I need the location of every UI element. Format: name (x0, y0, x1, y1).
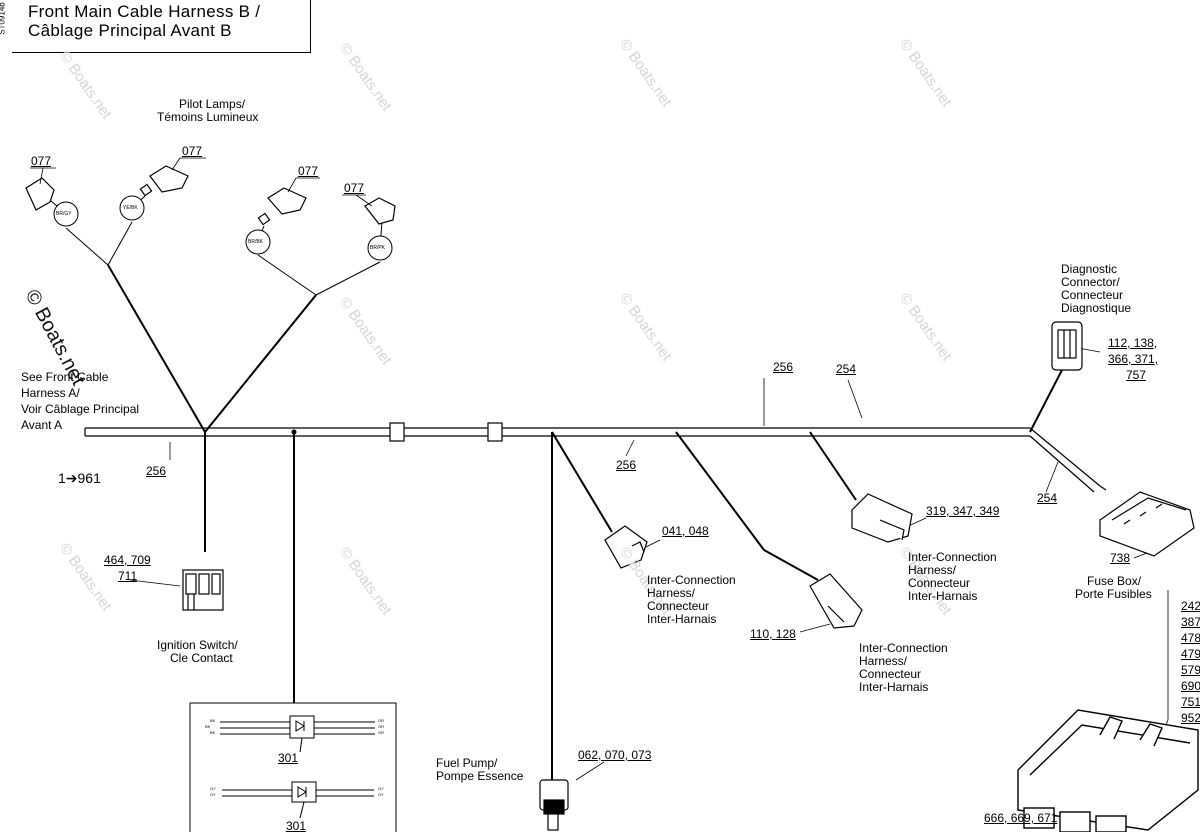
lamp-ref: 077 (298, 164, 319, 178)
interconnect-label: Inter-Connection (859, 641, 948, 655)
wire-code: OR (378, 718, 384, 723)
fuse-ref-list: 952 (1181, 711, 1200, 725)
wire-code: BR/PK (370, 245, 386, 251)
fuse-ref-list: 579 (1181, 663, 1200, 677)
ignition-label: Ignition Switch/ (157, 638, 238, 652)
ignition-label: Cle Contact (170, 651, 233, 665)
splice-dot (291, 429, 297, 435)
lamp-ref: 077 (31, 154, 52, 168)
connector-ref: 110, 128 (750, 627, 796, 641)
drawing-id: ST0914b (0, 2, 7, 35)
diode-ref: 301 (278, 751, 299, 765)
ignition-ref: 464, 709 (104, 553, 151, 567)
wire-code: BK (210, 730, 216, 735)
diagnostic-label: Connecteur (1061, 288, 1124, 302)
fuse-ref-list: 242 (1181, 599, 1200, 613)
wire-code: GY (378, 792, 384, 797)
fuse-ref: 738 (1110, 551, 1131, 565)
fuse-ref-list: 387 (1181, 615, 1200, 629)
diode-ref: 301 (286, 819, 307, 833)
fuse-box-label: Porte Fusibles (1075, 587, 1152, 601)
wire-code: BR/GY (56, 211, 72, 217)
interconnect-label: Inter-Harnais (908, 589, 978, 603)
interconnect-label: Inter-Harnais (859, 680, 929, 694)
interconnect-label: Harness/ (647, 586, 696, 600)
wire-code: BK (210, 718, 216, 723)
arrow-ref: 1➔961 (58, 470, 101, 486)
interconnect-label: Inter-Harnais (647, 612, 717, 626)
diagnostic-ref: 112, 138, (1108, 336, 1158, 350)
interconnect-label: Harness/ (859, 654, 908, 668)
interconnect-label: Connecteur (647, 599, 710, 613)
interconnect-label: Inter-Connection (647, 573, 736, 587)
wire-ref: 254 (1037, 491, 1058, 505)
connector-ref: 319, 347, 349 (926, 504, 1000, 518)
fuel-pump-label: Pompe Essence (436, 769, 524, 783)
wire-ref: 254 (836, 362, 857, 376)
wire-ref: 256 (616, 458, 637, 472)
lamp-ref: 077 (344, 181, 365, 195)
interconnect-label: Connecteur (908, 576, 971, 590)
see-front-label: Harness A/ (21, 386, 80, 400)
fuse-ref-list: 690 (1181, 679, 1200, 693)
fuse-ref-list: 478 (1181, 631, 1200, 645)
wire-code: GY (210, 792, 216, 797)
diagnostic-label: Connector/ (1061, 275, 1120, 289)
interconnect-label: Inter-Connection (908, 550, 997, 564)
title-line-1: Front Main Cable Harness B / (28, 2, 261, 21)
big-connector-ref: 666, 669, 671 (984, 811, 1058, 825)
title-box: Front Main Cable Harness B / Câblage Pri… (12, 0, 311, 53)
interconnect-label: Harness/ (908, 563, 957, 577)
pilot-lamps-label: Témoins Lumineux (157, 110, 259, 124)
wire-code: BK (205, 724, 211, 729)
connector-ref: 041, 048 (662, 524, 709, 538)
diagnostic-label: Diagnostique (1061, 301, 1132, 315)
see-front-label: See Front Cable (21, 370, 109, 384)
see-front-label: Voir Câblage Principal (21, 402, 140, 416)
interconnect-label: Connecteur (859, 667, 922, 681)
wire-code: GY (378, 786, 384, 791)
fuel-pump-label: Fuel Pump/ (436, 756, 498, 770)
wire-ref: 256 (773, 360, 794, 374)
wire-code: GY (210, 786, 216, 791)
fuse-ref-list: 479 (1181, 647, 1200, 661)
fuel-ref: 062, 070, 073 (578, 748, 652, 762)
pilot-lamps-label: Pilot Lamps/ (179, 97, 246, 111)
see-front-label: Avant A (21, 418, 63, 432)
fuse-box-label: Fuse Box/ (1087, 574, 1142, 588)
fuse-ref-list: 751 (1181, 695, 1200, 709)
lamp-ref: 077 (182, 144, 203, 158)
wire-code: YE/BK (123, 205, 138, 211)
wire-ref: 256 (146, 464, 167, 478)
diagnostic-label: Diagnostic (1061, 262, 1118, 276)
wire-code: BR/BK (248, 239, 264, 245)
diagnostic-ref: 366, 371, (1108, 352, 1159, 366)
diagnostic-ref: 757 (1126, 368, 1147, 382)
wire-code: OR (378, 730, 384, 735)
title-line-2: Câblage Principal Avant B (28, 21, 232, 40)
wire-code: OR (378, 724, 384, 729)
ignition-ref: 711 (118, 569, 138, 583)
